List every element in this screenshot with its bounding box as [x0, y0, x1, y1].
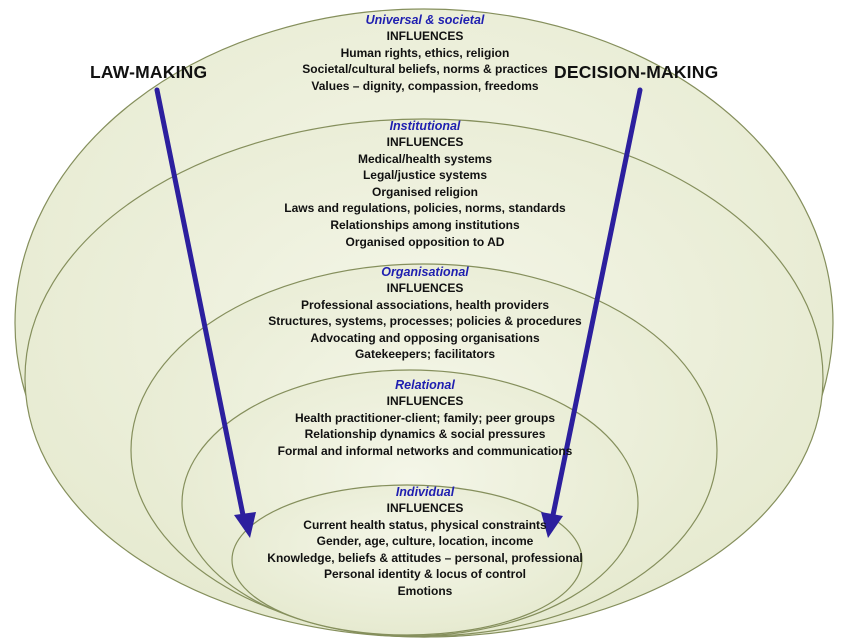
level-item: Formal and informal networks and communi… — [277, 443, 573, 458]
level-title: Individual — [395, 485, 455, 499]
level-item: Medical/health systems — [357, 151, 493, 166]
level-item: Values – dignity, compassion, freedoms — [311, 78, 539, 93]
level-title: Institutional — [389, 119, 461, 133]
level-universal-societal: Universal & societal INFLUENCES Human ri… — [0, 12, 850, 94]
level-item: Legal/justice systems — [362, 168, 488, 183]
level-title: Universal & societal — [365, 13, 485, 27]
level-item: Health practitioner-client; family; peer… — [294, 410, 556, 425]
level-item: Organised religion — [371, 184, 479, 199]
level-item: Professional associations, health provid… — [300, 297, 550, 312]
level-heading: INFLUENCES — [386, 501, 464, 515]
level-organisational: Organisational INFLUENCES Professional a… — [0, 264, 850, 363]
level-item: Structures, systems, processes; policies… — [268, 314, 582, 329]
level-item: Relationships among institutions — [330, 217, 520, 232]
level-item: Human rights, ethics, religion — [340, 45, 510, 60]
level-heading: INFLUENCES — [386, 394, 464, 408]
level-heading: INFLUENCES — [386, 29, 464, 43]
level-item: Gender, age, culture, location, income — [316, 534, 534, 549]
level-item: Personal identity & locus of control — [323, 567, 527, 582]
level-item: Current health status, physical constrai… — [303, 517, 547, 532]
level-item: Relationship dynamics & social pressures — [304, 427, 546, 442]
level-item: Knowledge, beliefs & attitudes – persona… — [267, 550, 583, 565]
level-individual: Individual INFLUENCES Current health sta… — [0, 484, 850, 600]
decision-making-label: DECISION-MAKING — [554, 62, 719, 82]
law-making-arrow — [154, 87, 247, 523]
level-item: Laws and regulations, policies, norms, s… — [284, 201, 566, 216]
ellipse-individual — [231, 484, 583, 636]
level-item: Gatekeepers; facilitators — [354, 347, 496, 362]
level-institutional: Institutional INFLUENCES Medical/health … — [0, 118, 850, 250]
level-item: Advocating and opposing organisations — [310, 330, 540, 345]
level-heading: INFLUENCES — [386, 281, 464, 295]
level-title: Organisational — [381, 265, 469, 279]
decision-making-arrow — [549, 87, 643, 523]
level-title: Relational — [395, 378, 455, 392]
decision-making-arrowhead — [541, 512, 563, 538]
law-making-label: LAW-MAKING — [90, 62, 208, 82]
level-heading: INFLUENCES — [386, 135, 464, 149]
level-item: Societal/cultural beliefs, norms & pract… — [302, 62, 548, 77]
level-item: Organised opposition to AD — [345, 234, 505, 249]
level-item: Emotions — [397, 583, 453, 598]
level-relational: Relational INFLUENCES Health practitione… — [0, 377, 850, 459]
law-making-arrowhead — [234, 512, 256, 538]
